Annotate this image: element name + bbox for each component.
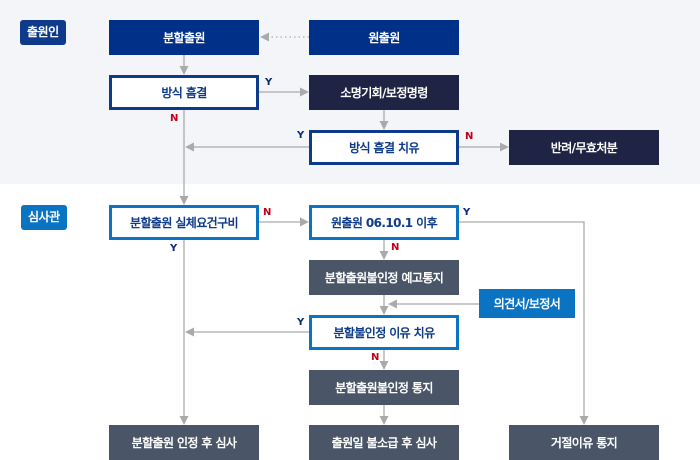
edge-label-no: N [263, 207, 272, 218]
edge-label-no: N [465, 131, 474, 142]
node-return-invalidation: 반려/무효처분 [509, 130, 659, 165]
edge-label-yes: Y [170, 243, 178, 254]
node-non-recognition-notice: 분할출원불인정 통지 [309, 370, 459, 405]
edge-label-yes: Y [463, 207, 471, 218]
node-opinion-amendment: 의견서/보정서 [479, 289, 575, 318]
edge-label-yes: Y [297, 317, 305, 328]
node-divisional-application: 분할출원 [109, 20, 259, 55]
edge-label-yes: Y [297, 130, 305, 141]
edge-label-yes: Y [265, 77, 273, 88]
lane-badge-applicant: 출원인 [20, 20, 66, 45]
node-substantive-requirements-met: 분할출원 실체요건구비 [109, 205, 259, 240]
node-rejection-reason-notice: 거절이유 통지 [509, 425, 659, 460]
edge-label-no: N [391, 242, 400, 253]
node-examine-without-retroactive-date: 출원일 불소급 후 심사 [309, 425, 459, 460]
lane-badge-examiner: 심사관 [21, 205, 67, 230]
node-non-recognition-advance-notice: 분할출원불인정 예고통지 [309, 260, 459, 295]
node-examine-after-recognition: 분할출원 인정 후 심사 [109, 425, 259, 460]
edge-label-no: N [170, 113, 179, 124]
node-formal-defect-cured: 방식 흠결 치유 [309, 130, 459, 165]
node-non-recognition-reason-cured: 분할불인정 이유 치유 [309, 315, 459, 350]
node-explanation-amendment-order: 소명기회/보정명령 [309, 75, 459, 110]
node-formal-defect: 방식 흠결 [109, 75, 259, 110]
node-original-application: 원출원 [309, 20, 459, 55]
edge-after-date-to-rejection [459, 221, 589, 425]
node-original-after-date: 원출원 06.10.1 이후 [309, 205, 459, 240]
edge-label-no: N [371, 352, 380, 363]
